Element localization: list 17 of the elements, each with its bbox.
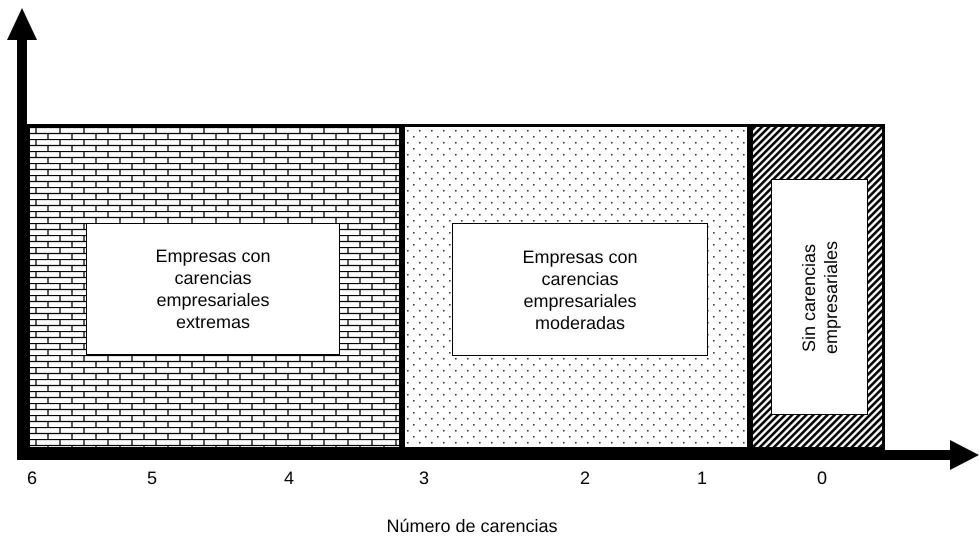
tick-label: 0 xyxy=(817,468,827,489)
tick-label: 1 xyxy=(697,468,707,489)
tick-label: 3 xyxy=(419,468,429,489)
patterned-region xyxy=(750,124,885,450)
box-text: Sin carencias empresariales xyxy=(798,239,842,356)
box-text: Empresas con carencias empresariales moderadas xyxy=(521,246,639,334)
axis-title: Número de carencias xyxy=(386,516,558,537)
patterned-region xyxy=(402,124,750,450)
tick-label: 4 xyxy=(284,468,294,489)
tick-label: 6 xyxy=(27,468,37,489)
box-text: Empresas con carencias empresariales extremas xyxy=(154,245,272,333)
label-box xyxy=(452,223,708,356)
label-box xyxy=(86,223,340,355)
patterned-region xyxy=(27,124,402,450)
tick-label: 2 xyxy=(580,468,590,489)
label-box xyxy=(771,179,868,415)
tick-label: 5 xyxy=(147,468,157,489)
